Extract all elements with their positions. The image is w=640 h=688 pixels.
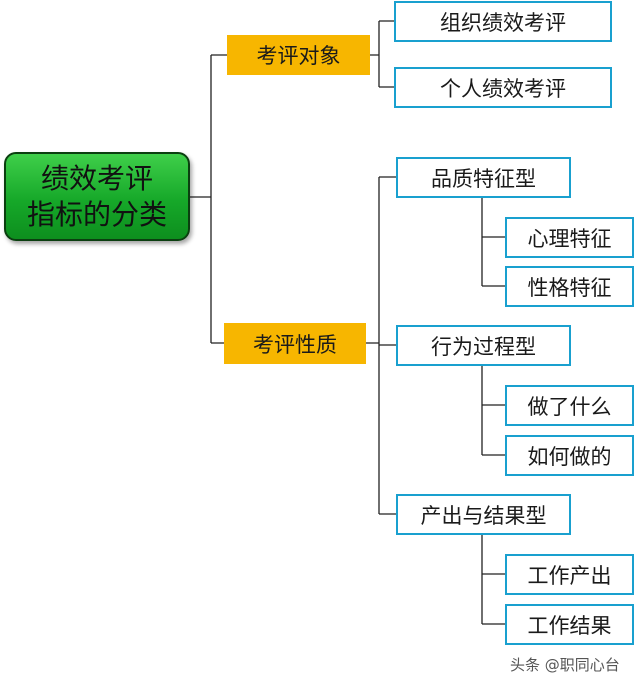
node-label: 品质特征型	[431, 166, 536, 191]
node-label: 组织绩效考评	[440, 10, 566, 35]
node-label: 做了什么	[527, 394, 612, 419]
node-what-was-done: 做了什么	[505, 385, 634, 426]
node-psychological-traits: 心理特征	[505, 217, 634, 258]
node-quality-trait-type: 品质特征型	[396, 157, 571, 198]
root-title-line1: 绩效考评	[40, 161, 153, 195]
watermark: 头条 @职同心台	[510, 656, 620, 674]
category-label: 考评性质	[253, 332, 337, 357]
node-label: 产出与结果型	[420, 503, 547, 528]
node-label: 工作结果	[527, 613, 612, 638]
node-output-result-type: 产出与结果型	[396, 494, 571, 535]
node-work-output: 工作产出	[505, 554, 634, 595]
category-evaluation-nature: 考评性质	[224, 323, 366, 364]
node-behavior-process-type: 行为过程型	[396, 325, 571, 366]
node-label: 如何做的	[527, 444, 612, 469]
node-label: 心理特征	[527, 226, 612, 251]
category-label: 考评对象	[256, 44, 341, 68]
node-label: 行为过程型	[431, 334, 536, 359]
node-organization-evaluation: 组织绩效考评	[394, 1, 612, 42]
category-evaluation-object: 考评对象	[227, 35, 370, 75]
node-personality-traits: 性格特征	[505, 266, 634, 307]
root-node: 绩效考评 指标的分类	[4, 152, 190, 241]
node-label: 个人绩效考评	[440, 76, 566, 101]
node-label: 工作产出	[527, 563, 612, 588]
root-title-line2: 指标的分类	[26, 197, 167, 231]
node-work-result: 工作结果	[505, 604, 634, 645]
node-individual-evaluation: 个人绩效考评	[394, 67, 612, 108]
node-how-it-was-done: 如何做的	[505, 435, 634, 476]
node-label: 性格特征	[527, 275, 612, 300]
